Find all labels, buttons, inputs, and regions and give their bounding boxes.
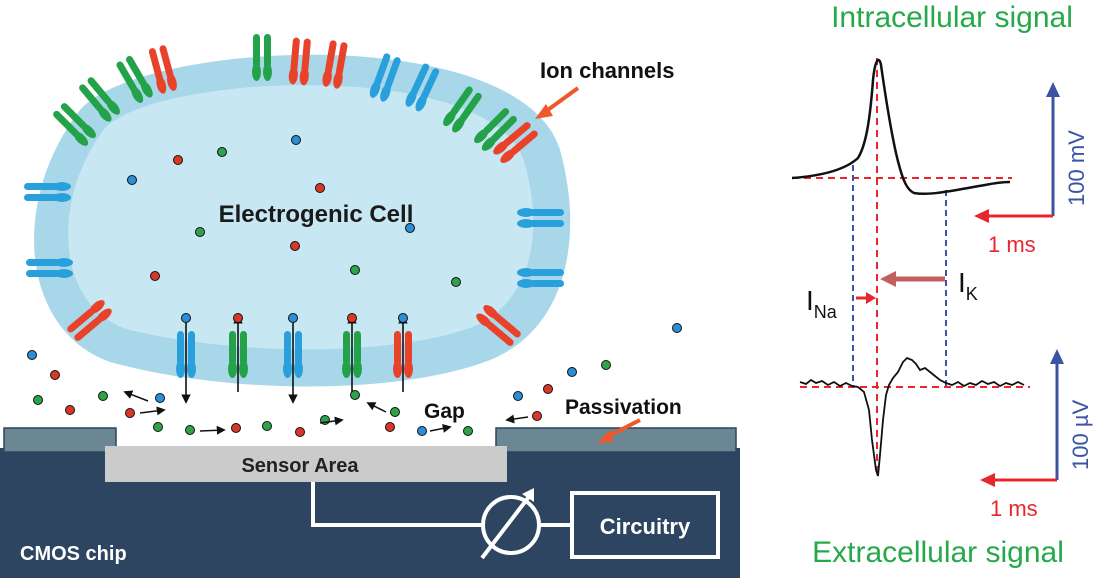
ion-channel-11 (493, 122, 538, 163)
ion-33 (385, 422, 395, 432)
sensor-area (105, 446, 507, 482)
ion-channel-1 (79, 77, 120, 122)
ion-36 (463, 426, 473, 436)
cmos-chip: Sensor Area CMOS chip Circuitry (0, 427, 740, 578)
passivation-label: Passivation (565, 396, 682, 419)
ion-channel-9 (443, 86, 482, 133)
ion-28 (231, 423, 241, 433)
passivation-left (3, 427, 117, 453)
extracellular-trace (799, 356, 1025, 477)
ion-6 (290, 241, 300, 251)
sensor-wire (311, 482, 482, 527)
ion-channel-15 (26, 258, 73, 278)
ion-7 (405, 223, 415, 233)
ion-0 (291, 135, 301, 145)
bottom-ion-channels (176, 314, 413, 404)
ion-channel-16 (67, 300, 112, 341)
circuitry-label: Circuitry (600, 514, 691, 539)
ion-channel-6 (322, 40, 348, 89)
circuitry-box (570, 491, 720, 559)
extra-scale-voltage-label: 100 µV (1068, 400, 1093, 470)
ion-27 (185, 425, 195, 435)
cell-label: Electrogenic Cell (219, 201, 414, 228)
ion-13 (288, 313, 298, 323)
ion-channel-5 (288, 37, 311, 86)
ion-channel-2 (116, 55, 153, 103)
ion-11 (181, 313, 191, 323)
ion-channel-10 (474, 108, 517, 151)
gap-ion-flux-arrows (123, 390, 529, 435)
intracellular-title: Intracellular signal (831, 1, 1073, 34)
flux-channel-4 (393, 331, 413, 378)
flux-channel-0 (176, 331, 196, 378)
ion-16 (672, 323, 682, 333)
ion-channels-pointer-arrow (543, 86, 580, 114)
ion-23 (98, 391, 108, 401)
ion-9 (150, 271, 160, 281)
gap-label: Gap (424, 400, 465, 423)
intra-scale-voltage-label: 100 mV (1064, 130, 1089, 206)
ion-24 (155, 393, 165, 403)
voltage-meter-icon (480, 488, 541, 560)
ion-3 (127, 175, 137, 185)
ion-19 (601, 360, 611, 370)
intra-scale-time-label: 1 ms (988, 232, 1036, 257)
ion-channels (24, 34, 564, 346)
ion-15 (398, 313, 408, 323)
ion-4 (315, 183, 325, 193)
ion-37 (513, 391, 523, 401)
extracellular-title: Extracellular signal (812, 536, 1064, 569)
flux-channel-3 (342, 331, 362, 378)
electrogenic-cell: Electrogenic Cell (34, 54, 571, 387)
flux-channel-2 (283, 331, 303, 378)
ion-18 (50, 370, 60, 380)
ion-26 (153, 422, 163, 432)
ion-34 (390, 407, 400, 417)
ion-channel-4 (252, 34, 272, 81)
i-k-label: IK (958, 267, 978, 304)
ion-12 (233, 313, 243, 323)
ion-channel-12 (24, 182, 71, 202)
ion-channel-0 (53, 103, 96, 146)
ion-channel-8 (405, 63, 440, 112)
cmos-chip-label: CMOS chip (20, 543, 127, 565)
ion-channels-label: Ion channels (540, 58, 674, 83)
ions (27, 135, 682, 437)
ion-1 (173, 155, 183, 165)
ion-39 (532, 411, 542, 421)
signal-panel: Intracellular signal Extracellular signa… (791, 1, 1093, 569)
ion-30 (295, 427, 305, 437)
ion-channel-7 (369, 53, 401, 102)
ion-10 (451, 277, 461, 287)
ion-38 (543, 384, 553, 394)
ion-35 (417, 426, 427, 436)
extra-scale-time-label: 1 ms (990, 496, 1038, 521)
ion-2 (217, 147, 227, 157)
flux-channel-1 (228, 331, 248, 378)
ion-25 (125, 408, 135, 418)
ion-22 (65, 405, 75, 415)
ion-channel-13 (517, 208, 564, 228)
sensor-area-label: Sensor Area (241, 455, 359, 477)
i-na-label: INa (806, 285, 838, 322)
ion-21 (33, 395, 43, 405)
ion-29 (262, 421, 272, 431)
intracellular-trace (791, 58, 1011, 196)
ion-8 (350, 265, 360, 275)
cell-cytoplasm (68, 85, 534, 350)
ion-channel-14 (517, 268, 564, 288)
ion-32 (350, 390, 360, 400)
ion-20 (567, 367, 577, 377)
ion-5 (195, 227, 205, 237)
ion-channel-17 (476, 305, 521, 346)
ion-14 (347, 313, 357, 323)
ion-17 (27, 350, 37, 360)
ion-channel-3 (148, 45, 177, 94)
